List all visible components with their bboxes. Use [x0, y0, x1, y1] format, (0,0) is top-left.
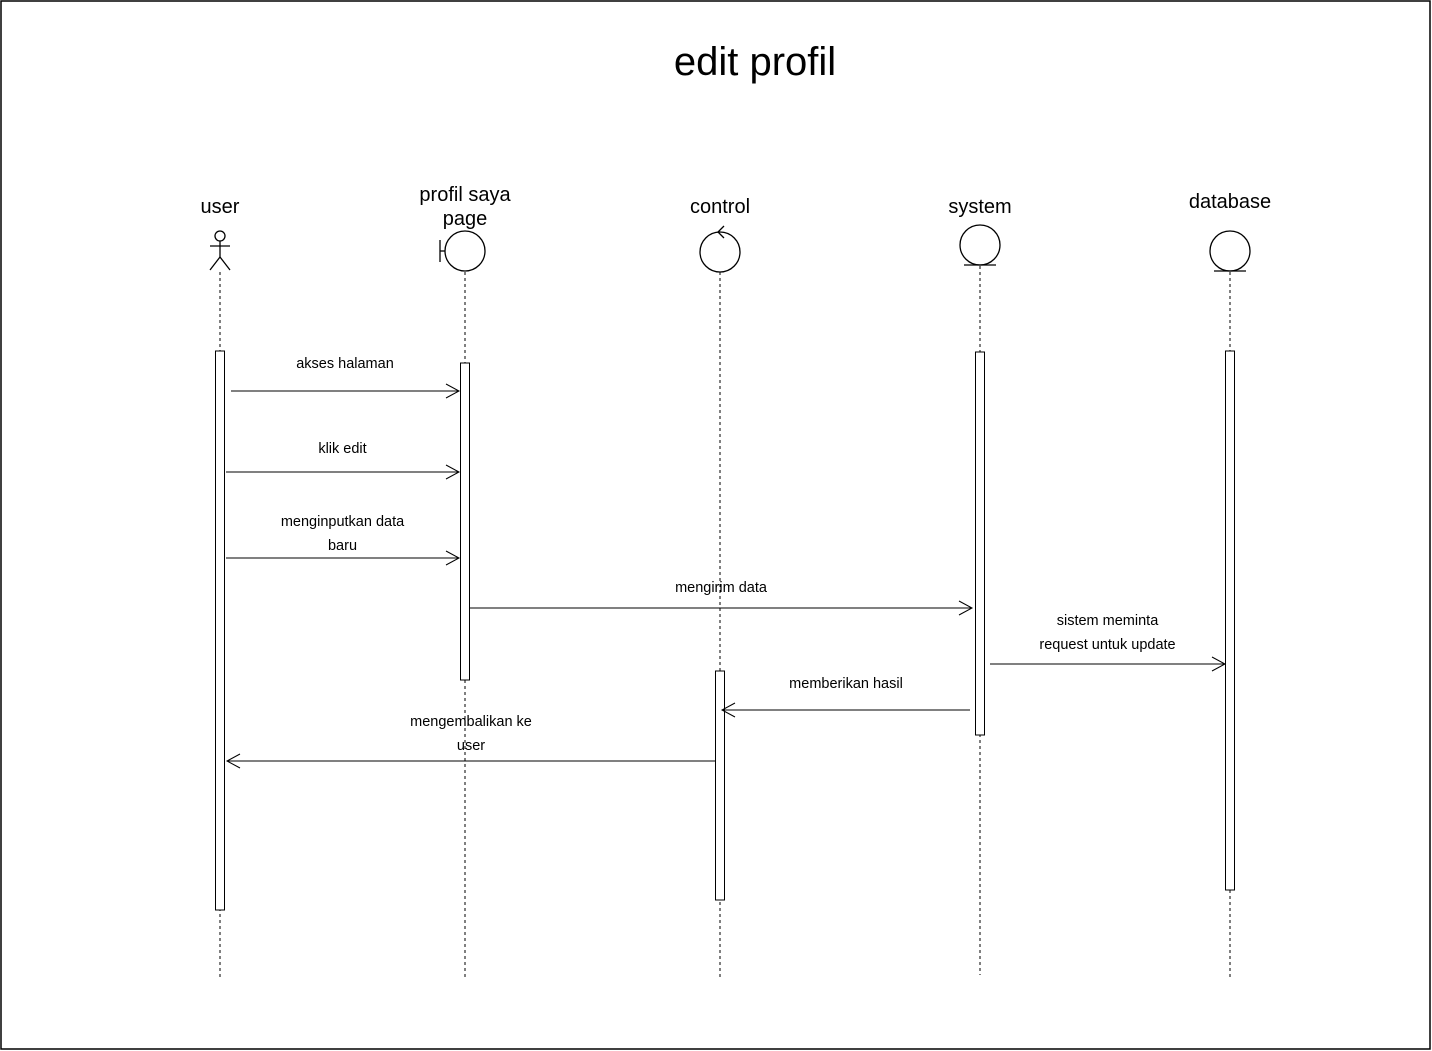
- arrowhead: [225, 753, 241, 769]
- message-label: baru: [328, 538, 357, 554]
- participant-user: user: [201, 196, 240, 980]
- diagram-title: edit profil: [674, 40, 836, 84]
- message: menginputkan data baru: [226, 514, 461, 566]
- message-label: klik edit: [318, 441, 366, 457]
- participant-database: database: [1189, 191, 1271, 980]
- messages: akses halaman klik edit menginputkan data b…: [225, 356, 1227, 769]
- message: klik edit: [226, 441, 461, 480]
- arrowhead: [445, 550, 461, 566]
- message-label: user: [457, 738, 485, 754]
- message-label: menginputkan data: [281, 514, 405, 530]
- arrowhead: [445, 383, 461, 399]
- message: mengembalikan ke user: [225, 714, 715, 769]
- participant-label: database: [1189, 191, 1271, 213]
- message: sistem meminta request untuk update: [990, 613, 1227, 672]
- participant-label: page: [443, 208, 488, 230]
- participant-label: control: [690, 196, 750, 218]
- arrowhead: [720, 702, 736, 718]
- participant-label: profil saya: [419, 184, 511, 206]
- entity-icon: [959, 224, 1001, 266]
- message: mengirim data: [470, 580, 974, 616]
- entity-icon: [1209, 230, 1251, 272]
- participant-label: system: [948, 196, 1011, 218]
- activation-bar: [460, 362, 470, 681]
- message-label: mengirim data: [675, 580, 768, 596]
- activation-bar: [715, 670, 725, 901]
- participant-system: system: [948, 196, 1012, 975]
- message-label: memberikan hasil: [789, 676, 903, 692]
- message-label: mengembalikan ke: [410, 714, 532, 730]
- message-label: akses halaman: [296, 356, 394, 372]
- message: akses halaman: [231, 356, 461, 399]
- arrowhead: [958, 600, 974, 616]
- participant-label: user: [201, 196, 240, 218]
- message-label: request untuk update: [1039, 637, 1175, 653]
- message: memberikan hasil: [720, 676, 970, 718]
- activation-bar: [215, 350, 225, 911]
- arrowhead: [1211, 656, 1227, 672]
- actor-icon: [209, 230, 231, 271]
- boundary-icon: [439, 230, 486, 272]
- participant-control: control: [690, 196, 750, 980]
- activation-bar: [1225, 350, 1235, 891]
- control-icon: [699, 225, 741, 273]
- activation-bar: [975, 351, 985, 736]
- arrowhead: [445, 464, 461, 480]
- message-label: sistem meminta: [1057, 613, 1159, 629]
